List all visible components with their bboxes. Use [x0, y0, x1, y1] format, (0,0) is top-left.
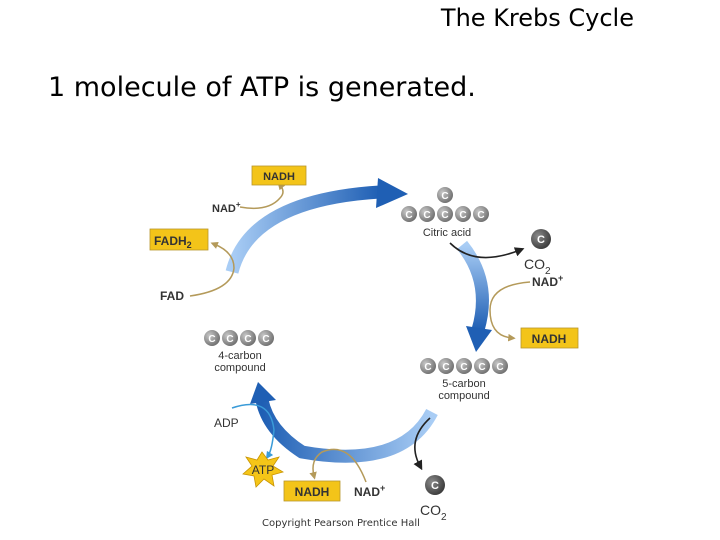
- carbon-atom: [258, 330, 274, 346]
- carbon-atom: [420, 358, 436, 374]
- svg-text:NADH: NADH: [263, 171, 295, 183]
- nadh-box: [251, 165, 307, 186]
- carbon-atom: [419, 206, 435, 222]
- cycle-arrow-top: [225, 178, 408, 274]
- svg-text:C: C: [431, 480, 439, 492]
- fad-to-fadh2: FAD FADH2: [149, 228, 235, 303]
- carbon-atom: [474, 358, 490, 374]
- carbon-atom: [473, 206, 489, 222]
- svg-text:FADH2: FADH2: [154, 234, 192, 250]
- carbon-atom: [222, 330, 238, 346]
- svg-text:C: C: [459, 210, 466, 221]
- copyright-notice: Copyright Pearson Prentice Hall: [262, 518, 420, 529]
- adp-to-atp: ADP ATP: [214, 403, 285, 488]
- svg-text:C: C: [477, 210, 484, 221]
- svg-text:C: C: [496, 362, 503, 373]
- svg-text:C: C: [442, 362, 449, 373]
- five-carbon-compound: C C C C C 5-carbon compound: [420, 358, 508, 402]
- co2-release-2: C CO2: [413, 417, 447, 523]
- nad-to-nadh-bottom: NAD+ NADH: [283, 448, 385, 502]
- fadh2-box: [149, 228, 209, 251]
- svg-text:C: C: [441, 191, 448, 202]
- svg-text:NADH: NADH: [532, 332, 567, 346]
- carbon-atom: [204, 330, 220, 346]
- nad-to-nadh-right: NAD+ NADH: [489, 273, 579, 349]
- carbon-atom: [437, 206, 453, 222]
- nadh-box: [283, 480, 341, 502]
- carbon-atom: [240, 330, 256, 346]
- svg-text:C: C: [405, 210, 412, 221]
- svg-text:C: C: [478, 362, 485, 373]
- svg-text:NAD+: NAD+: [532, 273, 563, 289]
- co2-release-1: C CO2: [449, 229, 551, 277]
- svg-text:CO2: CO2: [420, 502, 447, 523]
- svg-text:NADH: NADH: [295, 485, 330, 499]
- adp-label: ADP: [214, 416, 239, 430]
- slide-title: The Krebs Cycle: [440, 4, 634, 32]
- svg-text:C: C: [226, 334, 233, 345]
- svg-text:5-carbon: 5-carbon: [442, 378, 485, 390]
- nad-to-nadh-top: NAD+ NADH: [212, 165, 307, 215]
- svg-text:4-carbon: 4-carbon: [218, 350, 261, 362]
- carbon-atom: [425, 475, 445, 495]
- svg-text:C: C: [441, 210, 448, 221]
- svg-text:C: C: [244, 334, 251, 345]
- carbon-atom: [531, 229, 551, 249]
- citric-acid-molecule: C C C C C C Citric acid: [401, 187, 489, 239]
- svg-text:C: C: [262, 334, 269, 345]
- carbon-atom: [437, 187, 453, 203]
- slide-subtitle: 1 molecule of ATP is generated.: [48, 72, 476, 103]
- svg-text:NAD+: NAD+: [212, 200, 241, 215]
- svg-text:C: C: [424, 362, 431, 373]
- svg-text:NAD+: NAD+: [354, 483, 385, 499]
- cycle-arrow-right: [456, 240, 492, 352]
- carbon-atom: [438, 358, 454, 374]
- svg-text:C: C: [460, 362, 467, 373]
- svg-text:compound: compound: [214, 362, 265, 374]
- atp-star: [242, 451, 285, 488]
- citric-acid-label: Citric acid: [423, 227, 471, 239]
- carbon-atom: [492, 358, 508, 374]
- svg-text:C: C: [423, 210, 430, 221]
- fad-label: FAD: [160, 289, 184, 303]
- four-carbon-compound: C C C C 4-carbon compound: [204, 330, 274, 374]
- carbon-atom: [455, 206, 471, 222]
- svg-text:C: C: [208, 334, 215, 345]
- atp-label: ATP: [252, 463, 274, 477]
- cycle-arrow-bottom: [250, 382, 438, 463]
- svg-text:compound: compound: [438, 390, 489, 402]
- svg-text:CO2: CO2: [524, 256, 551, 277]
- carbon-atom: [401, 206, 417, 222]
- svg-text:C: C: [537, 234, 545, 246]
- carbon-atom: [456, 358, 472, 374]
- nadh-box: [520, 327, 579, 349]
